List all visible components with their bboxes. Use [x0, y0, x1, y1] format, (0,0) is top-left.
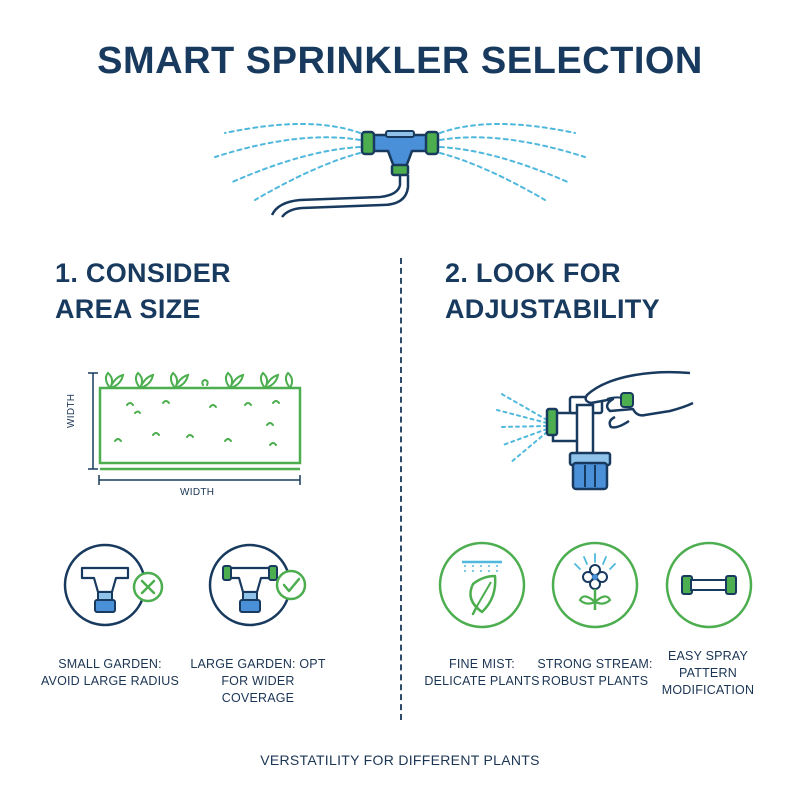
large-garden-caption: LARGE GARDEN: OPT FOR WIDER COVERAGE	[190, 657, 326, 705]
section2-heading-line1: 2. LOOK FOR	[445, 258, 621, 288]
garden-bed-icon	[88, 371, 302, 485]
fine-mist-caption: FINE MIST: DELICATE PLANTS	[424, 657, 540, 688]
small-garden-option-icon	[63, 543, 164, 627]
page-title: SMART SPRINKLER SELECTION	[97, 40, 703, 82]
section-divider	[400, 258, 402, 720]
spray-pattern-feature-icon	[665, 541, 753, 629]
section2-heading: 2. LOOK FOR ADJUSTABILITY	[445, 255, 660, 327]
section1-heading-line1: 1. CONSIDER	[55, 258, 231, 288]
footer-caption: VERSTATILITY FOR DIFFERENT PLANTS	[260, 752, 540, 768]
fine-mist-feature-icon	[438, 541, 526, 629]
large-garden-option-icon	[208, 543, 307, 627]
width-label-horizontal: WIDTH	[180, 487, 215, 498]
hand-adjusting-sprinkler-icon	[496, 370, 694, 491]
sprinkler-hero-icon	[214, 123, 586, 218]
section1-heading-line2: AREA SIZE	[55, 294, 201, 324]
section1-heading: 1. CONSIDER AREA SIZE	[55, 255, 231, 327]
section2-heading-line2: ADJUSTABILITY	[445, 294, 660, 324]
strong-stream-feature-icon	[551, 541, 639, 629]
strong-stream-caption: STRONG STREAM: ROBUST PLANTS	[537, 657, 653, 688]
small-garden-caption: SMALL GARDEN: AVOID LARGE RADIUS	[40, 657, 180, 688]
width-label-vertical: WIDTH	[66, 393, 77, 428]
spray-pattern-caption: EASY SPRAY PATTERN MODIFICATION	[661, 649, 755, 697]
